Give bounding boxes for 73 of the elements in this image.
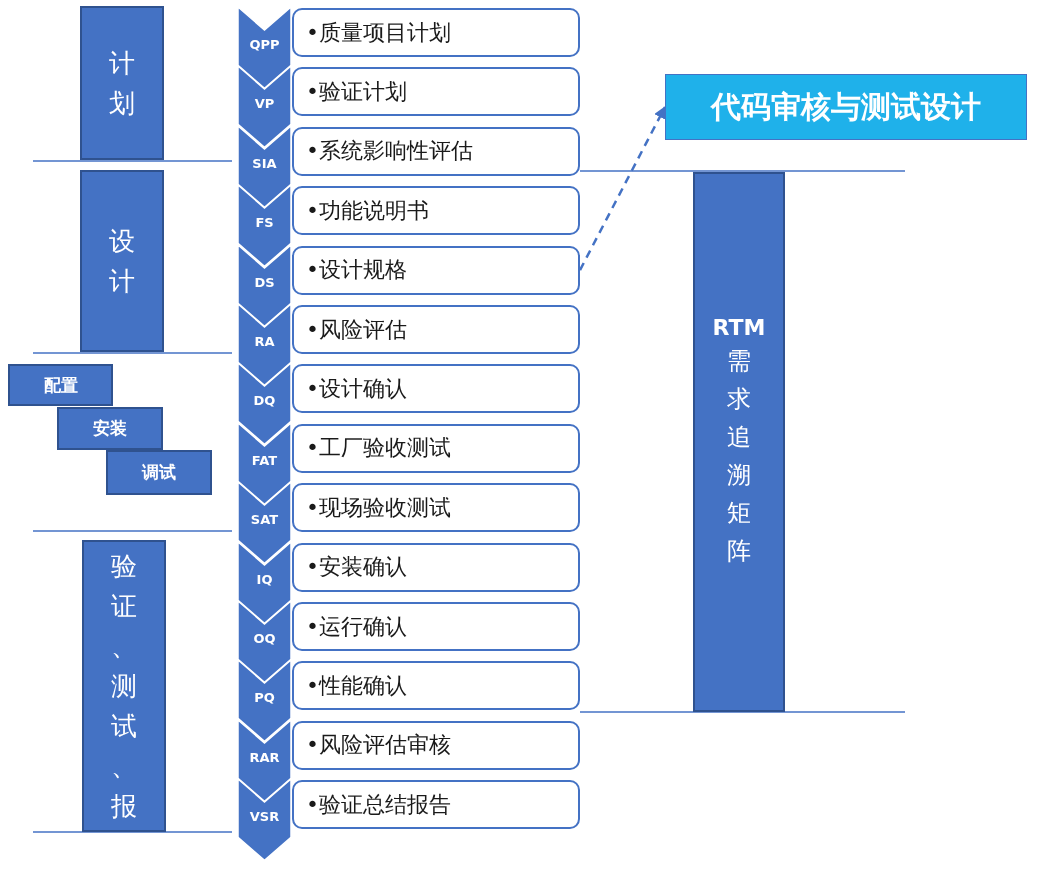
chevron-shape (237, 184, 292, 268)
abbreviation-label: FAT (251, 452, 278, 468)
abbreviation-label: VP (254, 96, 275, 112)
rounded-box (292, 364, 580, 414)
chevron-shape (237, 362, 292, 446)
item-label: •运行确认 (306, 612, 407, 641)
item-label: •设计确认 (306, 374, 407, 403)
rounded-box (292, 305, 580, 354)
matrix-label: 需求追溯矩阵 (726, 345, 752, 567)
abbreviation-label: RA (254, 334, 275, 349)
item-label: •风险评估审核 (306, 731, 451, 760)
abbreviation-label: SAT (250, 512, 279, 528)
step-box (57, 407, 163, 450)
rounded-box (292, 602, 580, 651)
abbreviation-label: DS (254, 274, 275, 290)
abbreviation-label: SIA (252, 155, 277, 171)
chevron-shape (237, 600, 292, 684)
step-box (8, 364, 113, 406)
chevron-shape (237, 718, 292, 803)
item-label: •风险评估 (306, 315, 407, 344)
chevron-shape (237, 659, 292, 743)
step-label: 安装 (93, 417, 127, 440)
item-label: •功能说明书 (306, 196, 429, 225)
item-label: •设计规格 (306, 256, 407, 285)
rounded-box (292, 245, 580, 295)
rounded-box (292, 542, 580, 592)
abbreviation-label: PQ (254, 690, 275, 706)
phase-label: 计划 (108, 47, 136, 120)
chevron-shape (237, 65, 292, 149)
item-label: •现场验收测试 (306, 493, 451, 522)
rounded-box (292, 780, 580, 830)
rounded-box (292, 67, 580, 117)
item-label: •系统影响性评估 (306, 137, 473, 166)
abbreviation-label: DQ (253, 393, 276, 409)
step-label: 配置 (43, 373, 78, 397)
abbreviation-label: IQ (256, 571, 273, 587)
chevron-shape (237, 481, 292, 565)
abbreviation-label: VSR (249, 809, 280, 825)
dashed-arrow (578, 105, 667, 271)
abbreviation-label: OQ (253, 631, 276, 646)
highlight-box (665, 74, 1027, 140)
step-label: 调试 (142, 461, 176, 484)
chevron-shape (237, 421, 292, 506)
rounded-box (292, 483, 580, 533)
rounded-box (292, 186, 580, 236)
item-label: •安装确认 (306, 553, 407, 582)
abbreviation-label: QPP (249, 37, 280, 52)
phase-label: 设计 (108, 225, 136, 298)
phase-label: 验证、测试、报 (110, 550, 138, 823)
item-label: •性能确认 (306, 671, 407, 700)
chevron-shape (237, 6, 292, 90)
rounded-box (292, 126, 580, 176)
item-label: •验证总结报告 (306, 790, 451, 819)
abbreviation-label: FS (255, 215, 274, 231)
step-box (106, 450, 212, 495)
phase-bar (80, 170, 164, 352)
chevron-shape (237, 540, 292, 624)
box-label: 代码审核与测试设计 (711, 87, 981, 126)
chevron-shape (237, 124, 292, 209)
rounded-box (292, 8, 580, 57)
rounded-box (292, 661, 580, 711)
abbreviation-label: RTM (712, 314, 766, 340)
rounded-box (292, 423, 580, 473)
item-label: •验证计划 (306, 77, 407, 106)
abbreviation-label: RAR (249, 749, 280, 765)
item-label: •质量项目计划 (306, 18, 451, 47)
matrix-bar (693, 172, 785, 712)
phase-bar (82, 540, 166, 832)
item-label: •工厂验收测试 (306, 434, 451, 463)
phase-bar (80, 6, 164, 160)
chevron-shape (237, 778, 292, 862)
rounded-box (292, 720, 580, 770)
chevron-shape (237, 303, 292, 387)
